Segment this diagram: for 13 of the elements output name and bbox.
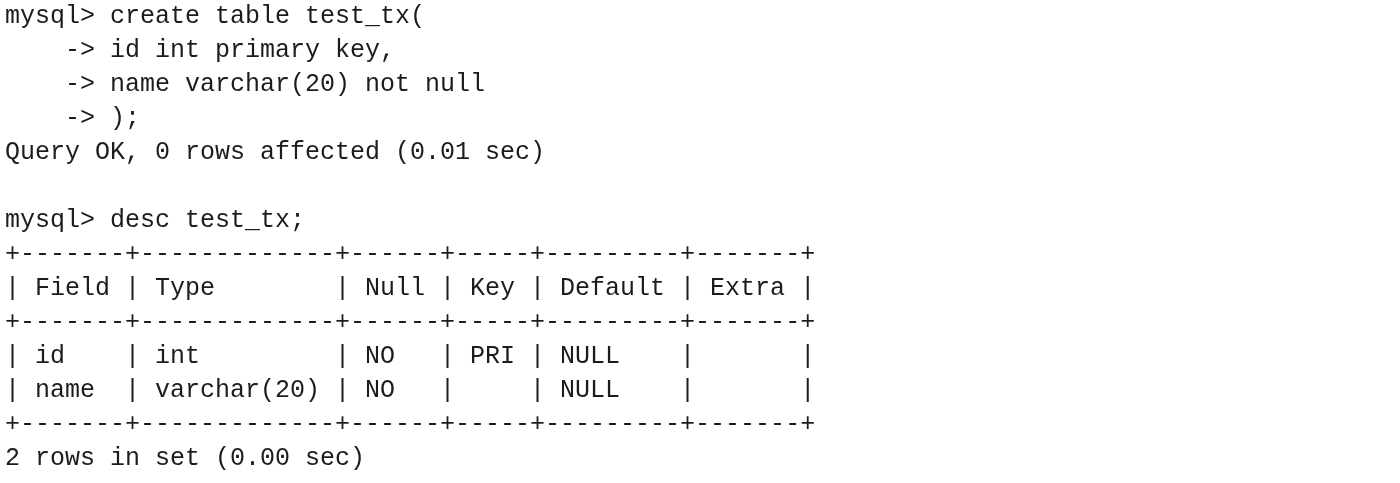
table-border: +-------+-------------+------+-----+---------+-------+ bbox=[5, 308, 816, 338]
command-line: -> ); bbox=[64, 104, 141, 134]
command-line: mysql> desc test_tx; bbox=[5, 206, 306, 236]
command-line: mysql> create table test_tx( bbox=[5, 2, 426, 32]
table-border: +-------+-------------+------+-----+---------+-------+ bbox=[5, 240, 816, 270]
table-row: | name | varchar(20) | NO | | NULL | | bbox=[5, 376, 816, 406]
output-line: Query OK, 0 rows affected (0.01 sec) bbox=[5, 138, 546, 168]
output-line: 2 rows in set (0.00 sec) bbox=[5, 444, 366, 474]
table-row: | id | int | NO | PRI | NULL | | bbox=[5, 342, 816, 372]
table-border: +-------+-------------+------+-----+---------+-------+ bbox=[5, 410, 816, 440]
command-line: -> name varchar(20) not null bbox=[64, 70, 486, 100]
command-line: -> id int primary key, bbox=[64, 36, 396, 66]
table-header-row: | Field | Type | Null | Key | Default | Extra | bbox=[5, 274, 816, 304]
